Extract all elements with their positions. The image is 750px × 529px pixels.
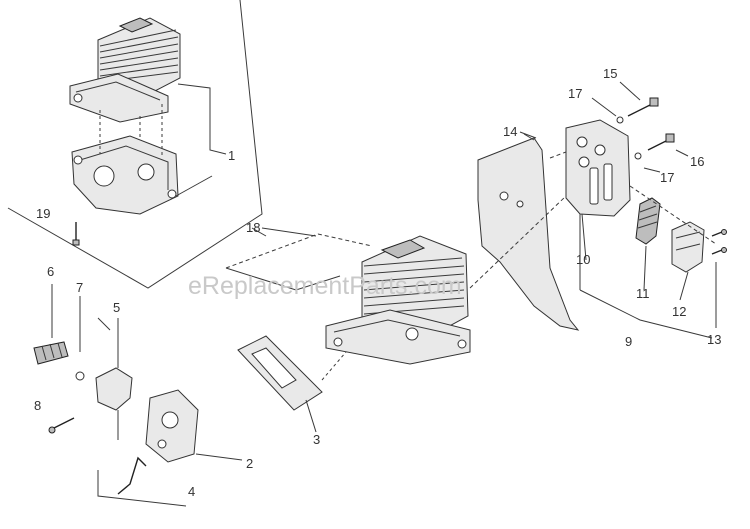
callout-12: 12 xyxy=(672,304,686,319)
muffler-10 xyxy=(565,119,631,217)
gasket-18 xyxy=(225,227,373,291)
inset-frame xyxy=(7,0,263,289)
spring-6 xyxy=(33,284,69,365)
callout-18: 18 xyxy=(246,220,260,235)
callout-7: 7 xyxy=(76,280,83,295)
watermark: eReplacementParts.com xyxy=(188,272,462,300)
bolt-19 xyxy=(72,222,80,246)
callout-1: 1 xyxy=(228,148,235,163)
callout-17-lower: 17 xyxy=(660,170,674,185)
callout-15: 15 xyxy=(603,66,617,81)
callout-3: 3 xyxy=(313,432,320,447)
bolt-15 xyxy=(627,97,659,117)
callout-13: 13 xyxy=(707,332,721,347)
callout-17-upper: 17 xyxy=(568,86,582,101)
callout-leaders xyxy=(97,81,717,331)
bolt-16 xyxy=(647,133,675,151)
callout-8: 8 xyxy=(34,398,41,413)
callout-labels: 1 2 3 4 5 6 7 8 9 10 11 12 13 14 15 16 1… xyxy=(34,66,721,499)
intake-spacer-2 xyxy=(145,389,243,463)
rod-4 xyxy=(97,456,187,507)
washer-17-upper xyxy=(616,116,624,124)
inset-crankcase xyxy=(71,135,179,215)
callout-11: 11 xyxy=(636,286,650,301)
leader-1b xyxy=(175,175,213,197)
bracket-5 xyxy=(95,318,133,440)
callout-19: 19 xyxy=(36,206,50,221)
washer-17-lower xyxy=(634,152,642,160)
inset-cylinder xyxy=(69,17,181,123)
callout-6: 6 xyxy=(47,264,54,279)
muffler-cover-12 xyxy=(671,221,705,273)
callout-14: 14 xyxy=(503,124,517,139)
callout-5: 5 xyxy=(113,300,120,315)
callout-4: 4 xyxy=(188,484,195,499)
screw-8 xyxy=(48,417,75,434)
callout-10: 10 xyxy=(576,252,590,267)
callout-9: 9 xyxy=(625,334,632,349)
spring-7 xyxy=(75,296,85,381)
leader-1 xyxy=(177,83,227,155)
spark-screen-11 xyxy=(635,197,661,245)
screws-13 xyxy=(711,229,727,255)
heat-shield-14 xyxy=(477,131,580,331)
gasket-3 xyxy=(237,335,347,433)
assembly-axis-lines xyxy=(469,151,717,289)
leader-bracket-9 xyxy=(579,289,713,339)
callout-2: 2 xyxy=(246,456,253,471)
inset-alignment-lines xyxy=(99,104,163,156)
main-engine xyxy=(325,235,471,365)
callout-16: 16 xyxy=(690,154,704,169)
